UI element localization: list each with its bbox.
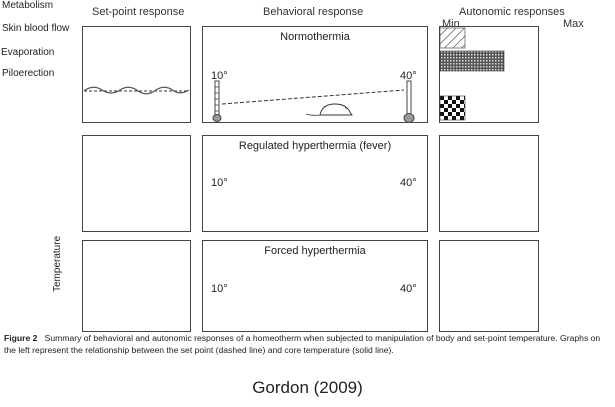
set-point-panel-normothermia: [82, 26, 191, 123]
temp-high-label: 40°: [400, 283, 417, 295]
panel-title: Normothermia: [280, 31, 350, 43]
temp-high-label: 40°: [400, 177, 417, 189]
temp-high-label: 40°: [400, 70, 417, 82]
metabolism-label: Metabolism: [1, 0, 55, 11]
set-point-header: Set-point response: [92, 6, 185, 18]
piloerection-bar: [439, 95, 466, 121]
set-point-panel-fever: [82, 135, 191, 232]
autonomic-label-layer: Metabolism Skin blood flow Evaporation P…: [0, 0, 615, 90]
behavioral-panel-fever: Regulated hyperthermia (fever) 10° 40°: [202, 135, 428, 232]
autonomic-max-label: Max: [563, 18, 584, 30]
temp-low-label: 10°: [211, 177, 228, 189]
temp-low-label: 10°: [211, 283, 228, 295]
panel-title: Forced hyperthermia: [264, 245, 366, 257]
temp-low-label: 10°: [211, 70, 228, 82]
figure-label: Figure 2: [4, 333, 38, 343]
behavioral-panel-forced: Forced hyperthermia 10° 40°: [202, 240, 428, 332]
panel-title: Regulated hyperthermia (fever): [238, 140, 392, 152]
skin-blood-flow-bar: [439, 50, 505, 72]
figure-caption: Figure 2 Summary of behavioral and auton…: [4, 332, 611, 356]
autonomic-panel-forced: [439, 240, 539, 332]
evaporation-label: Evaporation: [1, 47, 55, 58]
citation: Gordon (2009): [252, 378, 363, 397]
autonomic-bars-normothermia: [439, 27, 505, 121]
figure-caption-text: Summary of behavioral and autonomic resp…: [4, 333, 601, 355]
set-point-panel-forced: [82, 240, 191, 332]
piloerection-label: Piloerection: [1, 68, 56, 79]
autonomic-header: Autonomic responses: [459, 6, 565, 18]
autonomic-panel-fever: [439, 135, 539, 232]
metabolism-bar: [439, 27, 466, 49]
set-point-curve-normothermia: [83, 86, 190, 95]
skin-blood-flow-label: Skin blood flow: [1, 23, 71, 34]
behavioral-normothermia: [212, 80, 415, 123]
rat-icon: [305, 103, 353, 116]
behavioral-panel-normothermia: Normothermia 10° 40°: [202, 26, 428, 123]
behavioral-header: Behavioral response: [263, 6, 364, 18]
